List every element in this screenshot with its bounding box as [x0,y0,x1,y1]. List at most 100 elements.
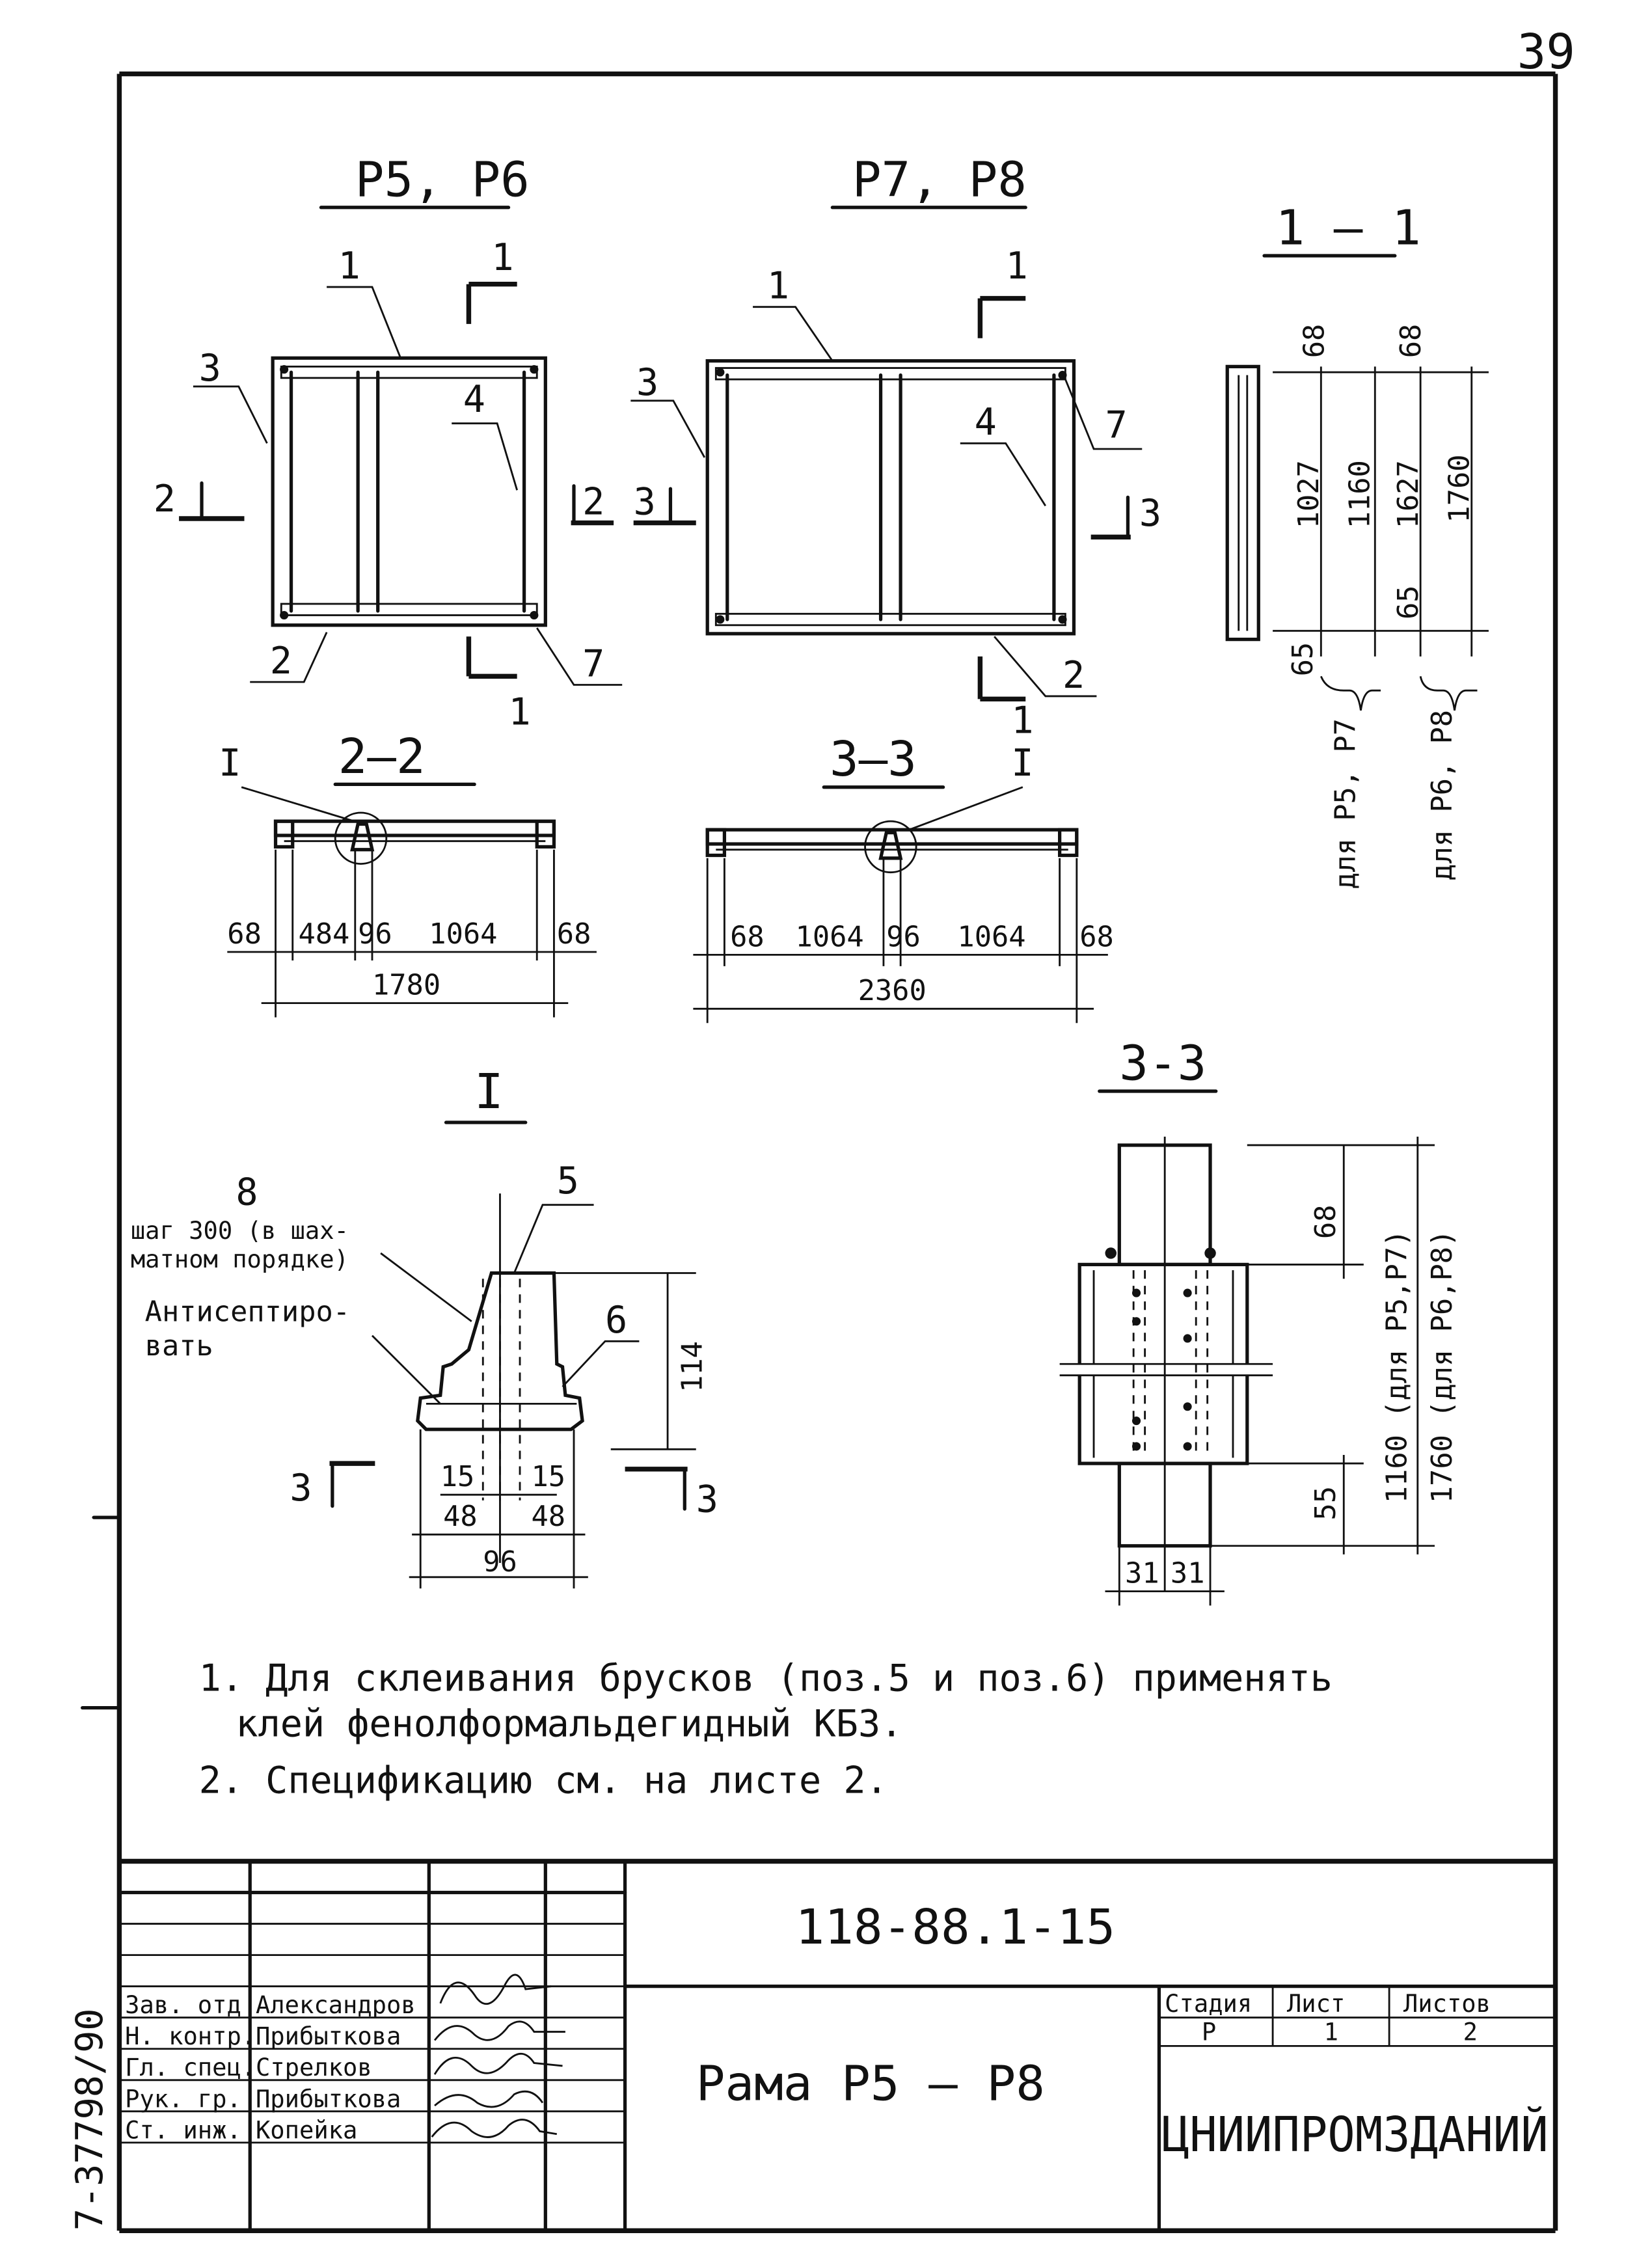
role-4: Рук. гр. [125,2085,241,2113]
note-for-p5-p7: для Р5, Р7 [1329,718,1362,889]
view-p7-p8: Р7, Р8 1 3 4 7 2 1 1 3 3 [630,151,1161,742]
drawing-frame [81,71,1558,2233]
dim-1-1-1160: 1160 [1344,460,1377,528]
callout-7-p5: 7 [582,642,604,685]
view-p5-p6: Р5, Р6 1 3 4 2 7 1 1 2 2 [154,151,623,734]
dim-1-1-68b: 68 [1394,324,1428,359]
cut-3-left-p7: 3 [634,480,656,523]
callout-2-p7: 2 [1063,654,1085,697]
dim-1-1-1760: 1760 [1442,454,1476,522]
section-2-2: 2–2 I 68 484 96 1064 68 1780 [219,728,597,1018]
note-step-line2: матном порядке) [131,1245,349,1273]
archive-number: 7-37798/90 [68,2009,111,2231]
dim-joint-1760: 1760 (для Р6,Р8) [1426,1230,1459,1504]
cut-2-right-p5: 2 [582,480,604,523]
detail-ref-I-a: I [219,742,241,785]
section-1-1: 1 – 1 68 68 1027 1160 1627 1760 65 65 дл… [1225,200,1489,889]
dim-2-2-68a: 68 [227,917,262,951]
role-2: Н. контр. [125,2022,256,2050]
dim-joint-31b: 31 [1171,1557,1205,1590]
dim-3-3-68a: 68 [730,920,765,953]
dim-3-3-2360: 2360 [858,974,927,1007]
callout-2-p5: 2 [270,640,292,683]
cut-1-bottom-p7: 1 [1011,699,1033,742]
dim-2-2-1064: 1064 [429,917,497,951]
callout-1-p7: 1 [767,265,789,308]
dim-3-3-1064a: 1064 [796,920,864,953]
detail-title-I: I [474,1063,504,1120]
cut-3-left-detail: 3 [290,1467,312,1510]
dim-1-1-65b: 65 [1392,585,1425,619]
page-number: 39 [1517,23,1575,80]
dim-detail-48a: 48 [443,1500,478,1533]
role-3: Гл. спец. [125,2054,256,2082]
value-sheet: 1 [1324,2018,1338,2046]
section-title-3-3-b: 3-3 [1119,1035,1206,1092]
dim-1-1-1627: 1627 [1392,460,1425,528]
note-1-line2: клей фенолформальдегидный КБ3. [236,1702,902,1745]
role-5: Ст. инж. [125,2116,241,2144]
role-1: Зав. отд [125,1991,241,2019]
note-antiseptic-line1: Антисептиро- [145,1296,350,1329]
dim-1-1-1027: 1027 [1292,460,1325,528]
dim-2-2-484: 484 [298,917,349,951]
cut-3-right-detail: 3 [696,1478,718,1521]
note-antiseptic-line2: вать [145,1329,213,1363]
detail-I: I 8 шаг 300 (в шах- матном порядке) Анти… [131,1063,718,1589]
section-3-3-joint: 3-3 68 55 1160 (для Р5,Р7) 1760 (для Р6,… [1059,1035,1459,1606]
detail-ref-I-b: I [1011,742,1033,785]
dim-2-2-1780: 1780 [372,969,440,1002]
name-5: Копейка [256,2116,357,2144]
name-2: Прибыткова [256,2022,401,2050]
section-title-3-3-a: 3–3 [830,731,917,787]
name-1: Александров [256,1991,416,2019]
label-sheet: Лист [1287,1990,1345,2018]
section-title-1-1: 1 – 1 [1275,200,1420,256]
drawing-title: Рама Р5 – Р8 [696,2055,1045,2111]
dim-detail-48b: 48 [531,1500,565,1533]
callout-8: 8 [236,1171,258,1214]
value-sheets: 2 [1463,2018,1478,2046]
note-for-p6-p8: для Р6, Р8 [1426,710,1459,881]
name-3: Стрелков [256,2054,372,2082]
callout-7-p7: 7 [1105,404,1127,447]
value-stage: Р [1202,2018,1216,2046]
view-title-p7-p8: Р7, Р8 [852,151,1027,208]
note-2: 2. Спецификацию см. на листе 2. [199,1759,888,1802]
dim-2-2-96: 96 [358,917,392,951]
dim-1-1-68a: 68 [1298,324,1331,359]
note-1-line1: 1. Для склеивания брусков (поз.5 и поз.6… [199,1657,1333,1700]
callout-3-p7: 3 [636,361,658,404]
cut-2-left-p5: 2 [154,478,176,521]
view-title-p5-p6: Р5, Р6 [355,151,530,208]
signatures [431,1974,565,2138]
dim-joint-1160: 1160 (для Р5,Р7) [1380,1230,1413,1504]
note-step-line1: шаг 300 (в шах- [131,1217,349,1245]
callout-1-p5: 1 [338,245,360,288]
dim-detail-15b: 15 [531,1460,565,1493]
callout-4-p5: 4 [463,378,485,421]
dim-3-3-1064b: 1064 [957,920,1025,953]
dim-joint-68: 68 [1309,1205,1342,1240]
section-3-3-frame: 3–3 I 68 1064 96 1064 68 2360 [693,731,1114,1024]
dim-detail-114: 114 [675,1341,709,1392]
cut-3-right-p7: 3 [1139,492,1161,535]
dim-3-3-68b: 68 [1079,920,1114,953]
document-code: 118-88.1-15 [796,1899,1115,1955]
cut-1-top-p7: 1 [1006,245,1028,288]
dim-3-3-96: 96 [886,920,921,953]
label-sheets: Листов [1403,1990,1491,2018]
cut-1-top-p5: 1 [491,236,513,279]
title-block: 7-37798/90 Зав. отд Александров Н. контр… [68,1858,1558,2232]
dim-joint-31a: 31 [1125,1557,1159,1590]
general-notes: 1. Для склеивания брусков (поз.5 и поз.6… [199,1657,1333,1802]
callout-4-p7: 4 [975,401,997,444]
callout-6: 6 [605,1299,627,1342]
section-title-2-2: 2–2 [338,728,426,785]
callout-3-p5: 3 [199,347,221,390]
dim-detail-15a: 15 [440,1460,475,1493]
organization: ЦНИИПРОМЗДАНИЙ [1162,2106,1549,2163]
dim-joint-55: 55 [1309,1486,1342,1521]
dim-1-1-65a: 65 [1286,642,1320,677]
